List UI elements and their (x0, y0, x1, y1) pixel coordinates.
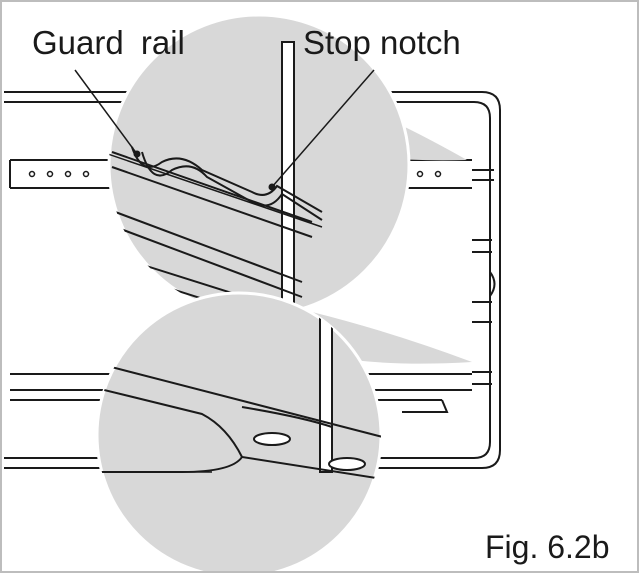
leader-lines (74, 69, 375, 188)
stop-notch-label: Stop notch (303, 24, 461, 61)
guard-rail-label: Guard rail (32, 24, 185, 61)
stop-notch-pointer-dot (268, 183, 276, 191)
guard-rail-pointer-dot (133, 150, 141, 158)
oven-cavity-outline (4, 91, 501, 469)
figure-caption: Fig. 6.2b (485, 529, 610, 565)
upper-magnifier (107, 13, 467, 317)
lower-magnifier (95, 291, 472, 571)
right-wall-tabs (472, 169, 496, 385)
